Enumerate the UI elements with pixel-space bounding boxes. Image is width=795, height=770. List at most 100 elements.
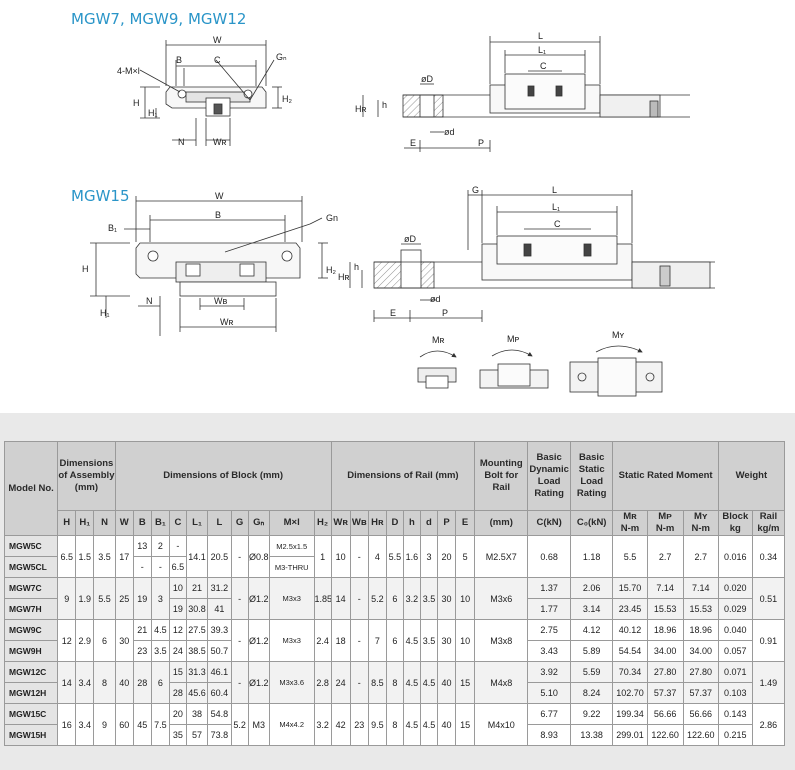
dim-label-c: C — [214, 55, 221, 65]
col-h: H — [57, 510, 77, 536]
cell-h: 4.5 — [402, 619, 421, 662]
cell-my: 2.7 — [682, 535, 719, 578]
cell-h: 14 — [57, 661, 77, 704]
dim-label-g-15: G — [472, 185, 479, 195]
cell-my: 34.00 — [682, 640, 719, 662]
cell-bolt: M4x8 — [474, 661, 529, 704]
cell-b: 28 — [132, 661, 152, 704]
cell-b: - — [132, 556, 152, 578]
dim-label-d: øD — [421, 74, 433, 84]
cell-h: 12 — [57, 619, 77, 662]
cell-b1: 3.5 — [150, 640, 170, 662]
cell-mr: 23.45 — [612, 598, 648, 620]
cell-my: 7.14 — [682, 577, 719, 599]
cell-p: 40 — [436, 703, 457, 746]
cell-p: 40 — [436, 661, 457, 704]
cell-hr: 9.5 — [367, 703, 387, 746]
dim-label-l1: L₁ — [538, 45, 546, 55]
cell-cdyn: 5.10 — [527, 682, 571, 704]
cell-mp: 34.00 — [646, 640, 684, 662]
cell-c: 15 — [168, 661, 187, 683]
cell-block_w: 0.143 — [717, 703, 753, 725]
cell-p: 20 — [436, 535, 457, 578]
cell-block_w: 0.071 — [717, 661, 753, 683]
cell-g: 5.2 — [230, 703, 249, 746]
cell-wb: - — [349, 577, 369, 620]
dim-label-l1-15: L₁ — [552, 202, 560, 212]
cell-mxl: M3x3 — [268, 619, 315, 662]
technical-drawings: W B C Gₙ 4-M×l H H₁ H₂ N Wʀ — [82, 31, 715, 397]
moment-label-mr: Mʀ — [432, 335, 444, 345]
cell-c0: 9.22 — [569, 703, 614, 725]
header-dim-block: Dimensions of Block (mm) — [114, 441, 332, 511]
dim-label-hr: Hʀ — [355, 104, 366, 114]
cell-w: 30 — [114, 619, 134, 662]
cell-b1: 6 — [150, 661, 170, 704]
cell-h: 4.5 — [402, 703, 421, 746]
cell-c: 19 — [168, 598, 187, 620]
cell-wb: - — [349, 619, 369, 662]
cell-mxl: M4x4.2 — [268, 703, 315, 746]
dim-label-wb-15: Wʙ — [214, 296, 227, 306]
dim-label-l-15: L — [552, 185, 557, 195]
cell-cdyn: 1.37 — [527, 577, 571, 599]
cell-c: 6.5 — [168, 556, 187, 578]
header-dyn-load: Basic Dynamic Load Rating — [527, 441, 571, 511]
cell-l1: 27.5 — [185, 619, 209, 641]
cell-l: 39.3 — [207, 619, 232, 641]
moment-label-mp: Mᴘ — [507, 334, 519, 344]
cell-g: - — [230, 577, 249, 620]
cell-l: 31.2 — [207, 577, 232, 599]
cell-n: 3.5 — [93, 535, 116, 578]
col-rail-label: Rail — [759, 511, 778, 523]
header-dim-assembly: Dimensions of Assembly (mm) — [57, 441, 116, 511]
cell-rail_w: 2.86 — [751, 703, 786, 746]
col-h1: H₁ — [75, 510, 95, 536]
cell-h: 1.6 — [402, 535, 421, 578]
col-wr: Wʀ — [330, 510, 351, 536]
top-side-view — [362, 36, 690, 152]
dim-label-mounting: 4-M×l — [117, 66, 140, 76]
bottom-side-view — [349, 190, 715, 322]
cell-n: 6 — [93, 619, 116, 662]
dim-label-w-15: W — [215, 191, 224, 201]
cell-mp: 15.53 — [646, 598, 684, 620]
cell-l: 20.5 — [207, 535, 232, 578]
cell-n: 8 — [93, 661, 116, 704]
cell-mr: 70.34 — [612, 661, 648, 683]
col-c: C — [168, 510, 187, 536]
cell-cdyn: 1.77 — [527, 598, 571, 620]
col-my-unit: N-m — [691, 523, 710, 534]
col-gn: Gₙ — [247, 510, 270, 536]
dim-label-h2-15: H₂ — [326, 265, 336, 275]
cell-cdyn: 6.77 — [527, 703, 571, 725]
cell-d: 3.5 — [419, 619, 438, 662]
cell-d: 6 — [385, 619, 404, 662]
dim-label-d-small: ød — [444, 127, 455, 137]
cell-mr: 40.12 — [612, 619, 648, 641]
cell-gn: Ø1.2 — [247, 661, 270, 704]
dim-label-p-15: P — [442, 308, 448, 318]
cell-g: - — [230, 661, 249, 704]
cell-wb: - — [349, 661, 369, 704]
cell-mxl: M3x3 — [268, 577, 315, 620]
dim-label-h: H — [133, 98, 140, 108]
cell-block_w: 0.020 — [717, 577, 753, 599]
model-cell: MGW9H — [3, 640, 59, 662]
dim-label-gn-15: Gn — [326, 213, 338, 223]
spec-table: Model No. Dimensions of Assembly (mm) Di… — [3, 441, 786, 746]
header-mounting-bolt: Mounting Bolt for Rail — [474, 441, 529, 511]
dim-label-d-15: øD — [404, 234, 416, 244]
section-title-mgw15: MGW15 — [71, 187, 130, 205]
col-my-label: Mʏ — [694, 511, 708, 523]
cell-cdyn: 3.43 — [527, 640, 571, 662]
cell-d: 8 — [385, 661, 404, 704]
dim-label-d-small-15: ød — [430, 294, 441, 304]
